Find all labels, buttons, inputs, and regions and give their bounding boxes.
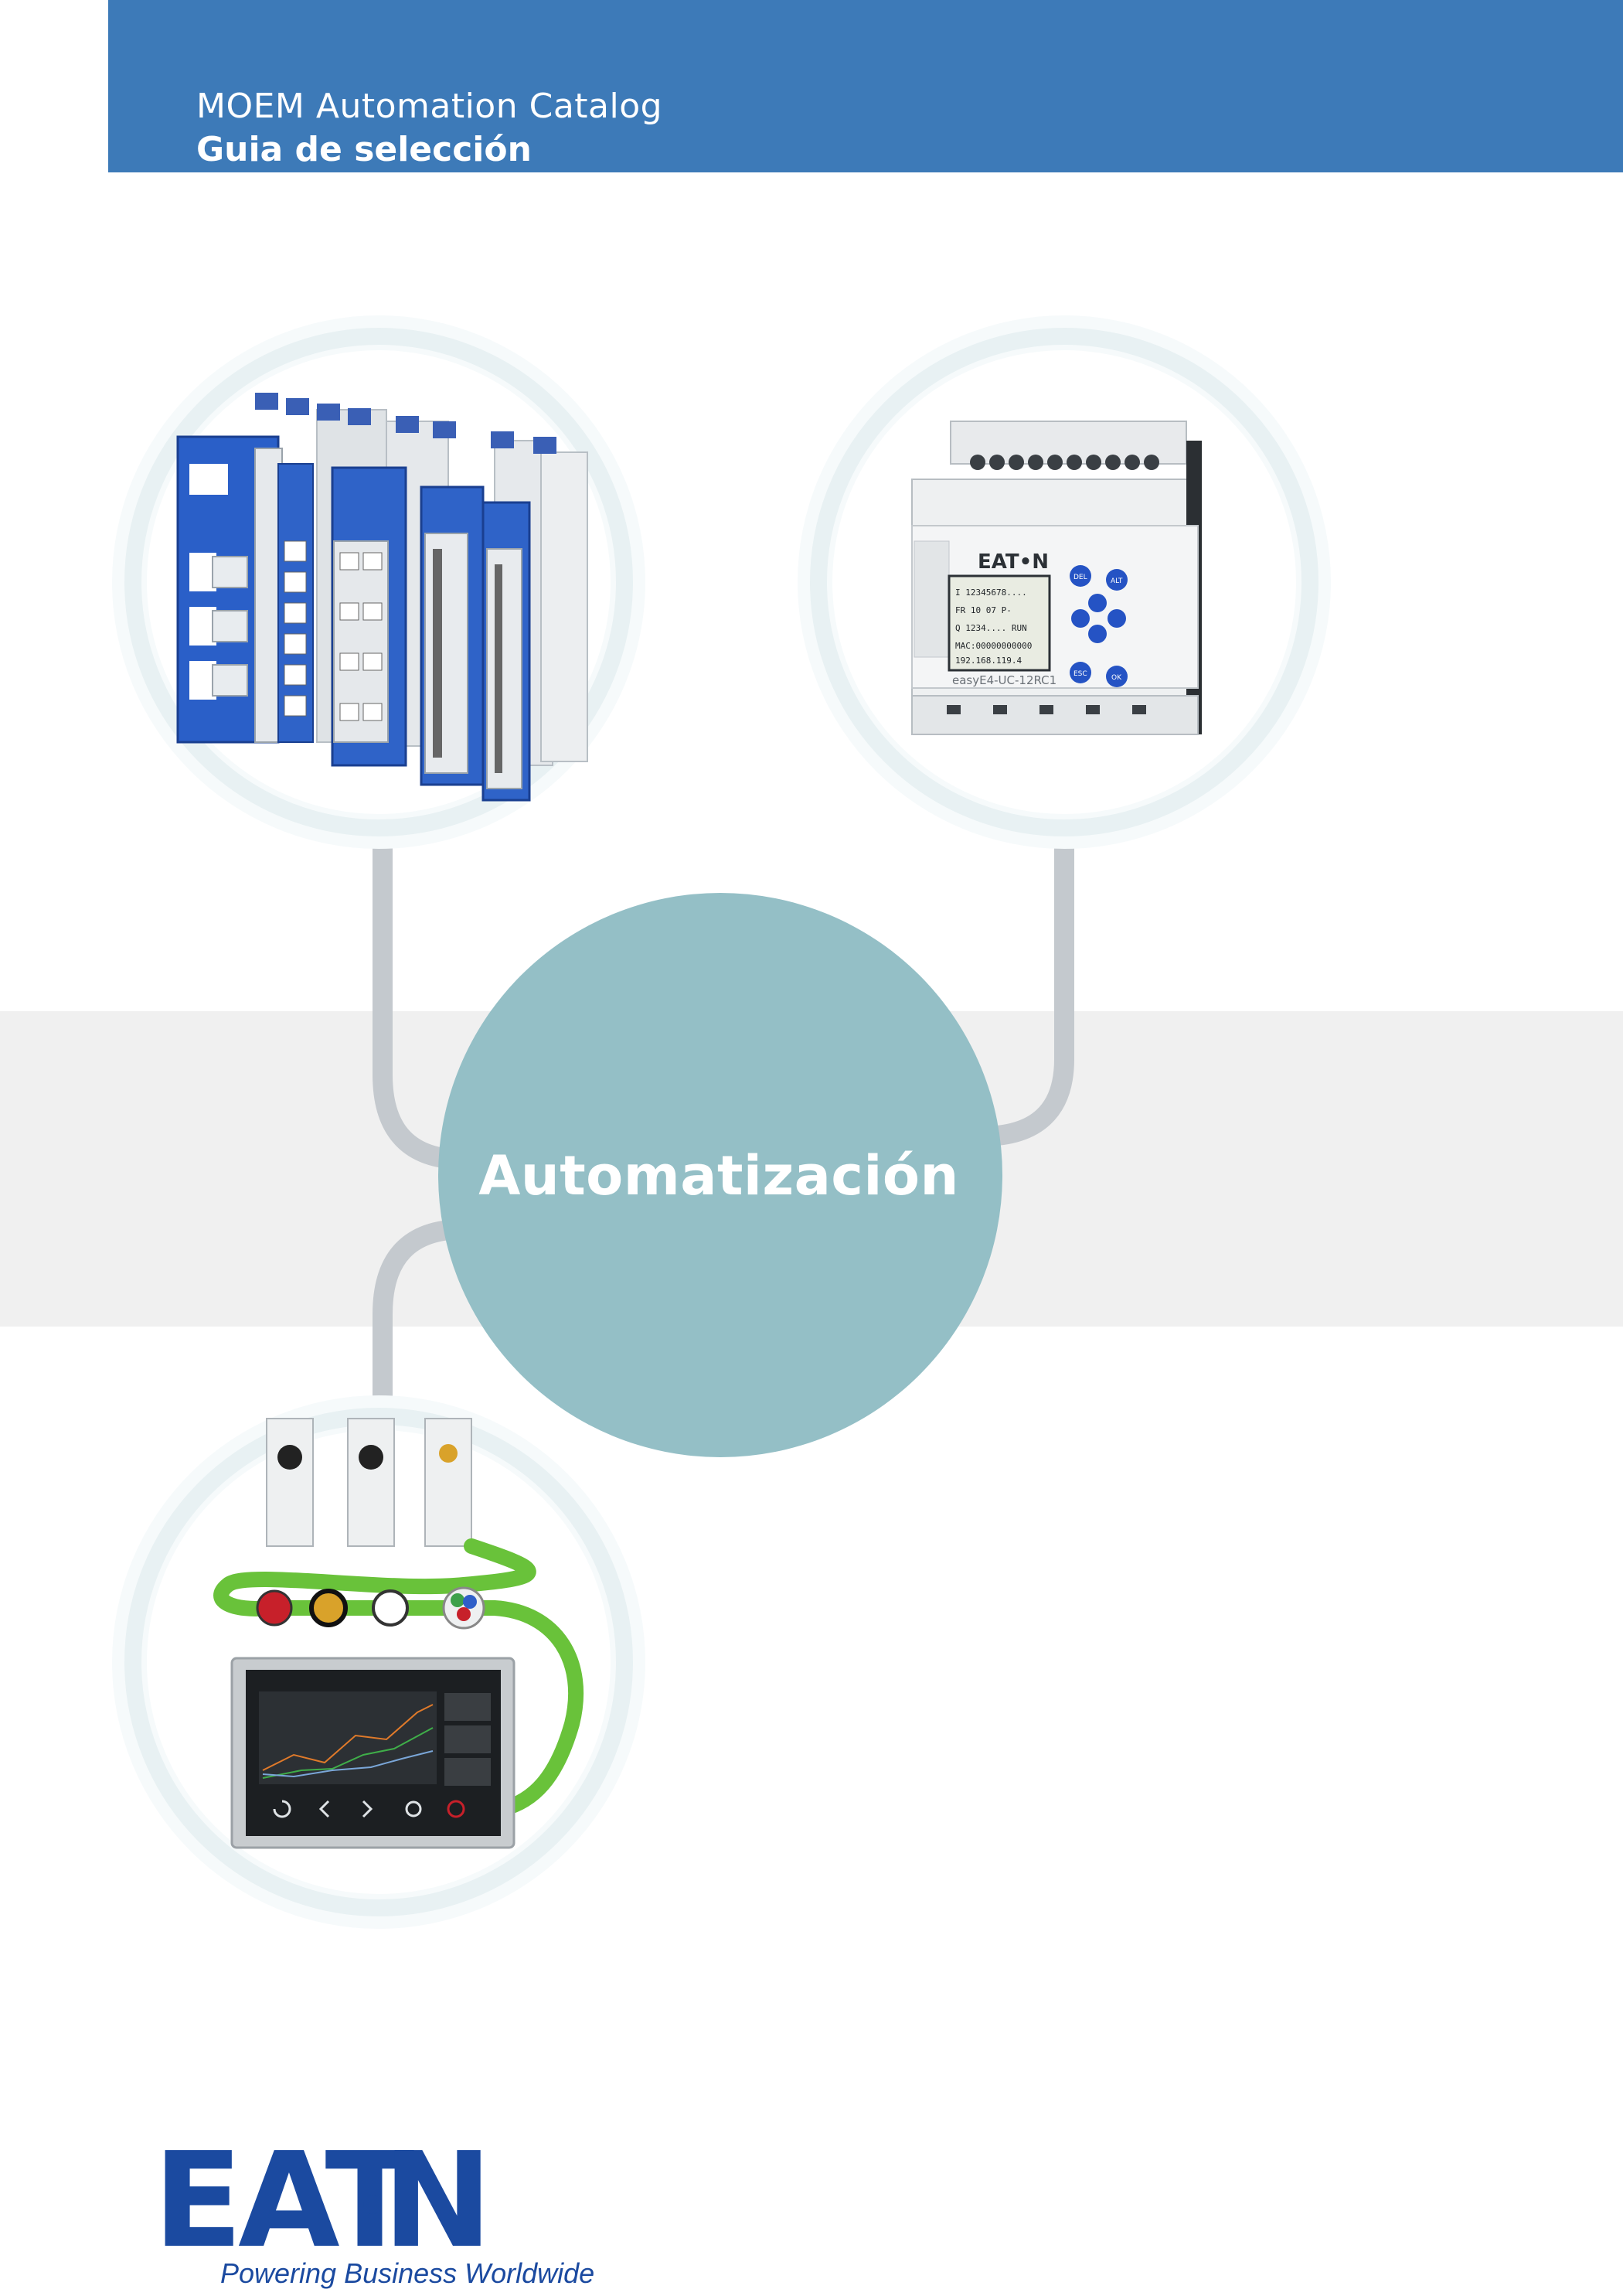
center-label: Automatización	[478, 1144, 959, 1208]
svg-text:EAT•N: EAT•N	[978, 550, 1049, 574]
lcd-line-2: FR 10 07 P-	[955, 605, 1012, 615]
svg-text:N: N	[383, 2124, 488, 2277]
hmi-panel-icon	[213, 1418, 584, 1849]
center-circle	[438, 893, 1002, 1457]
catalog-title: MOEM Automation Catalog	[196, 87, 663, 126]
relay-model-text: easyE4-UC-12RC1	[952, 673, 1056, 687]
svg-text:DEL: DEL	[1073, 574, 1087, 581]
catalog-subtitle: Guia de selección	[196, 130, 532, 169]
svg-text:ESC: ESC	[1073, 670, 1087, 678]
modular-plc-icon	[176, 393, 588, 802]
eaton-logo: EAT N	[153, 2124, 492, 2277]
lcd-line-5: 192.168.119.4	[955, 656, 1022, 666]
lcd-line-4: MAC:00000000000	[955, 641, 1032, 651]
easy-relay-icon: EAT•N I 12345678.... FR 10 07 P- Q 1234.…	[911, 421, 1202, 735]
header-bar: MOEM Automation Catalog Guia de selecció…	[108, 0, 1623, 172]
svg-text:ALT: ALT	[1111, 577, 1123, 585]
svg-text:OK: OK	[1111, 674, 1122, 682]
pipe-right	[971, 836, 1074, 1146]
brand-tagline: Powering Business Worldwide	[220, 2257, 595, 2289]
lcd-line-1: I 12345678....	[955, 588, 1027, 598]
lcd-line-3: Q 1234.... RUN	[955, 623, 1027, 633]
